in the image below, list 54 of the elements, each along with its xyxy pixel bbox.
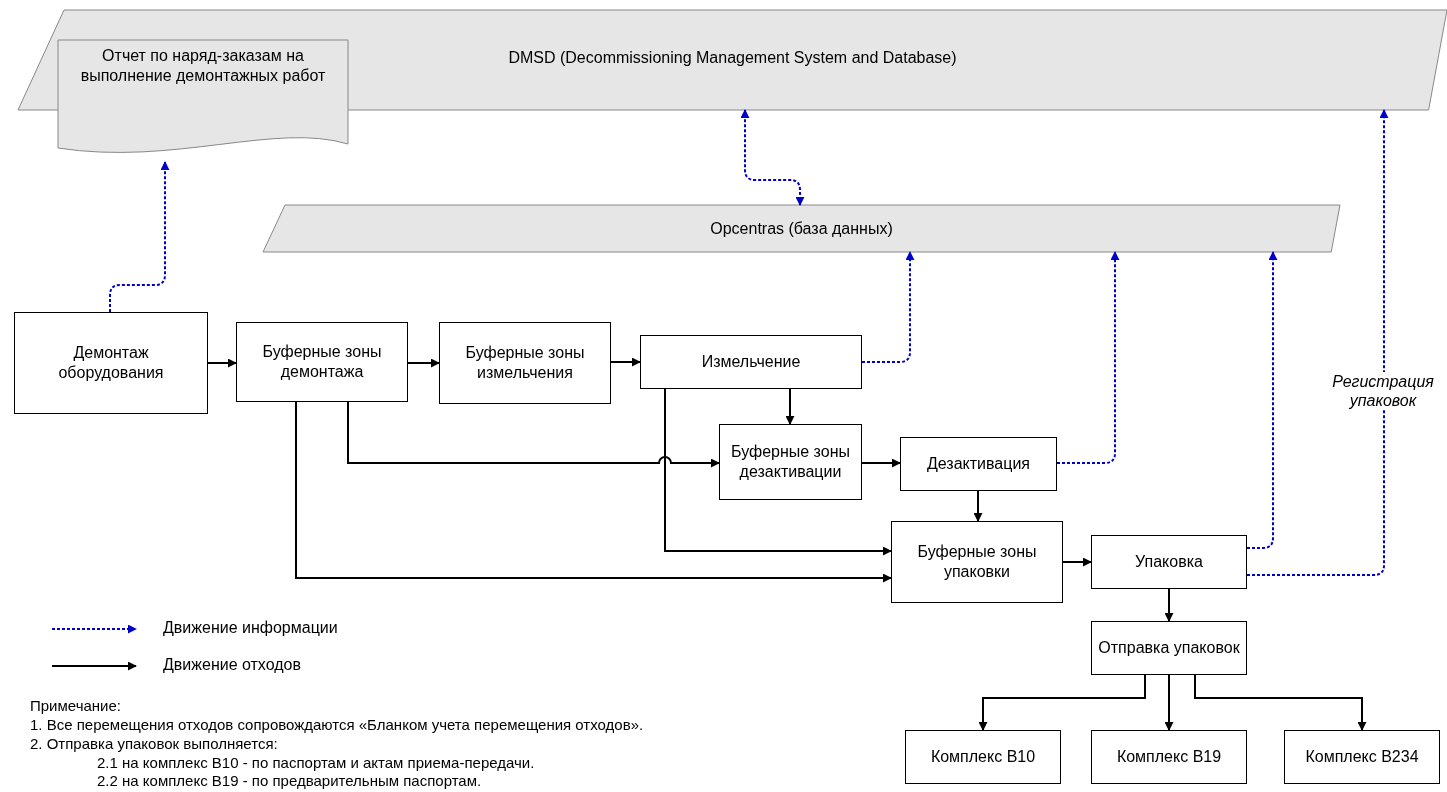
process-box	[1091, 730, 1247, 784]
node-label: Измельчение	[700, 352, 802, 372]
arrow	[1056, 251, 1120, 464]
process-box	[439, 322, 611, 404]
arrow	[295, 401, 892, 583]
process-box	[640, 335, 862, 389]
process-box	[905, 730, 1061, 784]
arrow	[1164, 674, 1174, 731]
arrow	[1194, 674, 1367, 731]
node-label: Opcentras (база данных)	[710, 218, 893, 239]
arrow	[978, 674, 1146, 731]
arrow	[861, 458, 901, 468]
arrow	[1164, 588, 1174, 622]
note-text: 1. Все перемещения отходов сопровождаются «Бланком учета перемещения отходов».	[30, 716, 644, 733]
node-label: Упаковка	[1134, 552, 1204, 572]
node-label: Отчет по наряд-заказам на выполнение демонтажных работ	[79, 46, 327, 86]
arrow	[740, 109, 805, 206]
process-box	[1284, 730, 1440, 784]
arrow	[610, 357, 641, 367]
legend-label: Движение отходов	[163, 656, 301, 674]
note-text: 2.2 на комплекс В19 - по предварительным паспортам.	[97, 772, 482, 789]
process-box	[1091, 535, 1247, 589]
arrow	[407, 358, 440, 368]
note-text: 2.1 на комплекс В10 - по паспортам и актам приема-передачи.	[97, 754, 535, 771]
node-label: Буферные зоны дезактивации	[730, 442, 851, 482]
process-box	[236, 322, 408, 402]
node-label: Демонтаж оборудования	[57, 343, 165, 383]
process-box	[900, 437, 1057, 491]
node-label: Отправка упаковок	[1097, 638, 1241, 658]
arrow	[1062, 557, 1092, 567]
process-box	[1091, 621, 1247, 675]
arrow	[664, 388, 892, 556]
node-label: Буферные зоны измельчения	[464, 343, 586, 383]
arrow	[785, 388, 795, 425]
arrow	[109, 161, 170, 313]
node-label: Комплекс В234	[1304, 747, 1420, 767]
process-box	[719, 424, 862, 500]
arrow	[1246, 251, 1278, 549]
arrow	[207, 358, 237, 368]
note-text: Примечание:	[30, 697, 121, 714]
arrow	[973, 490, 983, 522]
node-label: Буферные зоны упаковки	[916, 542, 1038, 582]
process-box	[891, 521, 1063, 603]
node-label: Буферные зоны демонтажа	[261, 342, 383, 382]
arrow	[1246, 109, 1389, 576]
node-label: Комплекс В10	[929, 747, 1037, 767]
arrow	[347, 401, 720, 468]
process-box	[14, 312, 208, 414]
node-label: Комплекс В19	[1115, 747, 1223, 767]
legend-label: Движение информации	[163, 619, 338, 637]
arrow	[861, 251, 915, 363]
node-label: DMSD (Decommissioning Management System and Database)	[508, 48, 957, 68]
node-label: Дезактивация	[925, 454, 1031, 474]
note-text: 2. Отправка упаковок выполняется:	[30, 735, 278, 752]
